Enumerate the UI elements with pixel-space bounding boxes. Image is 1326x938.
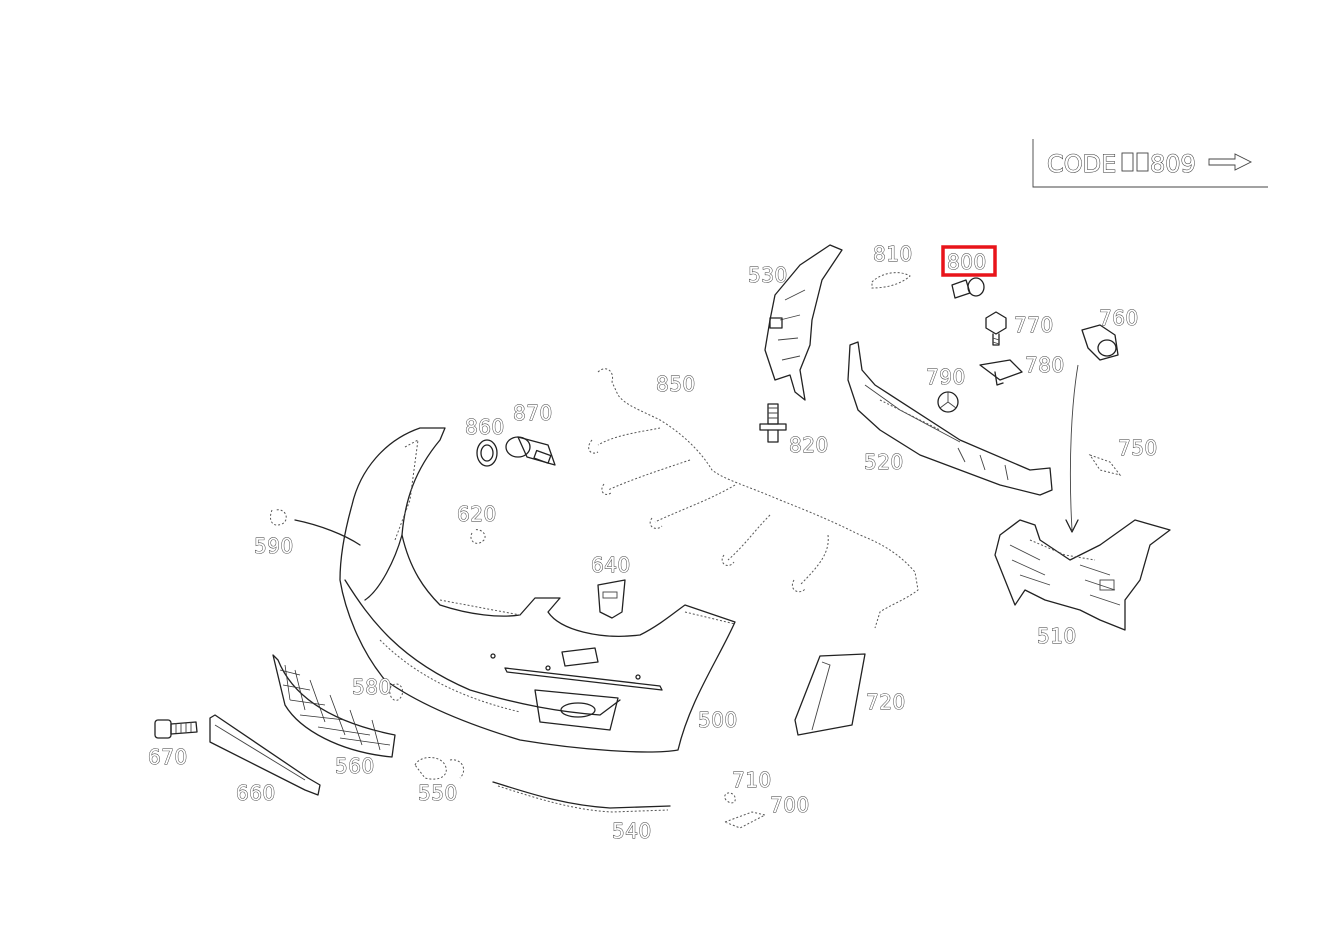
part-790-emblem[interactable] <box>937 391 959 413</box>
selected-part-highlight <box>941 245 997 277</box>
label-540[interactable]: 540 <box>612 819 652 844</box>
label-640[interactable]: 640 <box>591 553 631 578</box>
label-520[interactable]: 520 <box>864 450 904 475</box>
label-820[interactable]: 820 <box>789 433 829 458</box>
label-500[interactable]: 500 <box>698 708 738 733</box>
part-710-clip[interactable] <box>724 792 736 804</box>
label-710[interactable]: 710 <box>732 768 772 793</box>
label-590[interactable]: 590 <box>254 534 294 559</box>
part-770-bolt[interactable] <box>985 311 1007 346</box>
part-540-trim-strip[interactable] <box>492 781 671 813</box>
part-760-connector[interactable] <box>1065 324 1119 533</box>
part-640-bracket[interactable] <box>597 579 626 619</box>
code-glyph-icon <box>1121 152 1149 172</box>
label-770[interactable]: 770 <box>1014 313 1054 338</box>
label-530[interactable]: 530 <box>748 263 788 288</box>
label-780[interactable]: 780 <box>1025 353 1065 378</box>
part-520-impact-bar[interactable] <box>847 341 1053 496</box>
part-750-clip[interactable] <box>1088 454 1122 476</box>
part-800-bolt[interactable] <box>951 277 985 299</box>
code-number: 809 <box>1150 150 1196 178</box>
part-700-clip[interactable] <box>723 811 767 829</box>
part-780-clip-nut[interactable] <box>979 359 1023 386</box>
label-760[interactable]: 760 <box>1099 306 1139 331</box>
part-720-tow-hook-cover[interactable] <box>794 653 866 736</box>
part-580-clip[interactable] <box>389 683 404 701</box>
part-500-bumper-cover[interactable] <box>339 427 736 753</box>
part-620-clip[interactable] <box>470 529 486 544</box>
part-670-bolt[interactable] <box>154 719 198 739</box>
label-580[interactable]: 580 <box>352 675 392 700</box>
label-800[interactable]: 800 <box>947 250 987 275</box>
label-550[interactable]: 550 <box>418 781 458 806</box>
part-590-wire[interactable] <box>269 509 361 546</box>
label-870[interactable]: 870 <box>513 401 553 426</box>
label-850[interactable]: 850 <box>656 372 696 397</box>
part-810-clip[interactable] <box>871 272 911 289</box>
label-620[interactable]: 620 <box>457 502 497 527</box>
part-510-carrier-bracket[interactable] <box>994 519 1171 631</box>
label-510[interactable]: 510 <box>1037 624 1077 649</box>
part-660-license-plate-bracket[interactable] <box>209 714 321 796</box>
label-810[interactable]: 810 <box>873 242 913 267</box>
label-560[interactable]: 560 <box>335 754 375 779</box>
code-box[interactable]: CODE 809 <box>1032 139 1268 188</box>
label-670[interactable]: 670 <box>148 745 188 770</box>
part-530-side-bracket[interactable] <box>764 244 843 401</box>
code-prefix: CODE <box>1047 150 1116 178</box>
part-560-lower-grille[interactable] <box>272 654 396 758</box>
part-870-parking-sensor[interactable] <box>505 436 556 466</box>
label-790[interactable]: 790 <box>926 365 966 390</box>
label-860[interactable]: 860 <box>465 415 505 440</box>
label-700[interactable]: 700 <box>770 793 810 818</box>
part-550-clip[interactable] <box>414 757 465 780</box>
label-750[interactable]: 750 <box>1118 436 1158 461</box>
label-660[interactable]: 660 <box>236 781 276 806</box>
right-arrow-icon <box>1208 153 1253 171</box>
part-820-rivet[interactable] <box>759 403 787 443</box>
part-labels: 500 510 520 530 540 550 560 580 590 620 … <box>148 242 1158 844</box>
part-850-wiring-harness[interactable] <box>588 368 919 629</box>
label-720[interactable]: 720 <box>866 690 906 715</box>
part-860-sensor-ring[interactable] <box>476 439 498 467</box>
